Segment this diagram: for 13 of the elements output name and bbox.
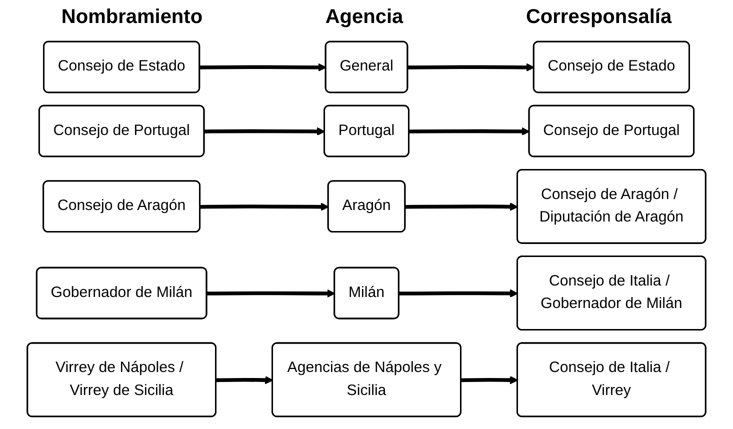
arrow <box>408 63 534 72</box>
column-heading: Corresponsalía <box>526 6 672 28</box>
column-heading: Agencia <box>325 6 404 28</box>
arrow <box>216 376 274 384</box>
arrow <box>206 289 336 298</box>
arrow <box>200 63 326 72</box>
arrow <box>399 289 518 298</box>
arrow <box>200 202 329 211</box>
column-heading: Nombramiento <box>61 6 203 28</box>
arrow <box>204 127 326 136</box>
arrow <box>461 376 518 384</box>
arrow <box>409 127 530 136</box>
arrow <box>405 202 518 211</box>
